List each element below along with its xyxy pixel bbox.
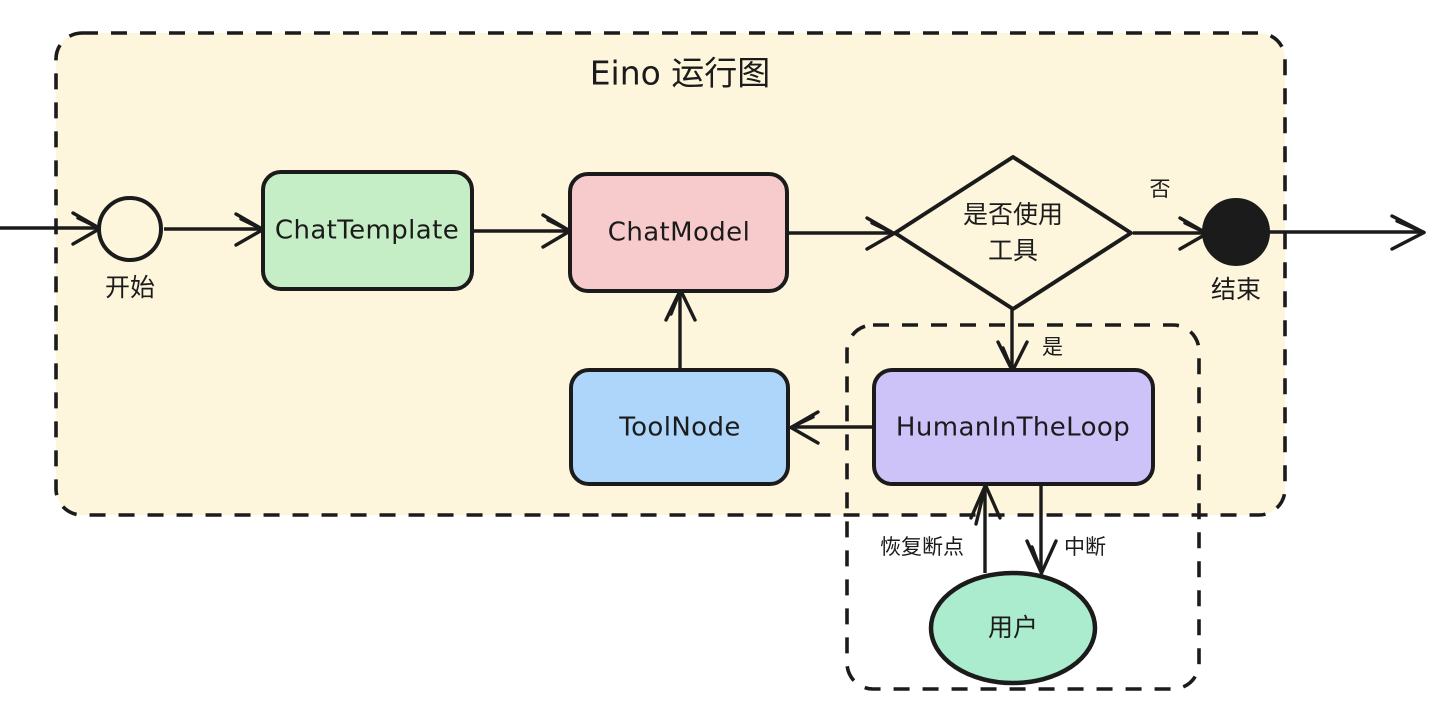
user-ellipse: [928, 570, 1098, 686]
container-human-loop-group: [845, 323, 1201, 691]
human-in-the-loop-box: [872, 368, 1155, 486]
node-user-label: 用户: [988, 613, 1038, 642]
edge-label-yes: 是: [1042, 335, 1063, 359]
edge-label-interrupt: 中断: [1064, 535, 1106, 559]
node-user[interactable]: 用户: [928, 570, 1098, 686]
diagram-title: Eino 运行图: [590, 54, 771, 93]
edge-end-external: [1268, 214, 1426, 251]
node-decision-label-line1: 是否使用: [963, 200, 1063, 229]
node-chat-template[interactable]: ChatTemplate: [261, 170, 474, 291]
node-human-in-the-loop-label: HumanInTheLoop: [896, 413, 1130, 443]
container-eino-graph-border: [54, 31, 1287, 517]
node-tool-node-label: ToolNode: [618, 413, 741, 443]
edge-label-no: 否: [1150, 177, 1171, 201]
node-chat-template-label: ChatTemplate: [275, 216, 459, 246]
container-human-loop-group-border: [845, 323, 1201, 691]
tool-node-box: [569, 368, 790, 486]
edge-humanintheloop-toolnode: [789, 410, 872, 445]
node-decision[interactable]: 是否使用 工具: [893, 155, 1133, 311]
chat-model-box: [568, 172, 789, 293]
edge-label-resume: 恢复断点: [880, 535, 964, 559]
chat-template-box: [261, 170, 474, 291]
node-chat-model[interactable]: ChatModel: [568, 172, 789, 293]
end-circle: [1202, 198, 1270, 266]
node-start[interactable]: 开始: [97, 196, 163, 302]
node-end[interactable]: 结束: [1202, 198, 1270, 304]
node-decision-label-line2: 工具: [988, 236, 1038, 265]
node-chat-model-label: ChatModel: [608, 218, 750, 248]
node-end-label: 结束: [1211, 275, 1261, 304]
edge-humanintheloop-user: [1025, 483, 1058, 575]
decision-diamond: [893, 155, 1133, 311]
node-tool-node[interactable]: ToolNode: [569, 368, 790, 486]
node-start-label: 开始: [105, 273, 155, 302]
node-human-in-the-loop[interactable]: HumanInTheLoop: [872, 368, 1155, 486]
start-circle: [97, 196, 163, 262]
